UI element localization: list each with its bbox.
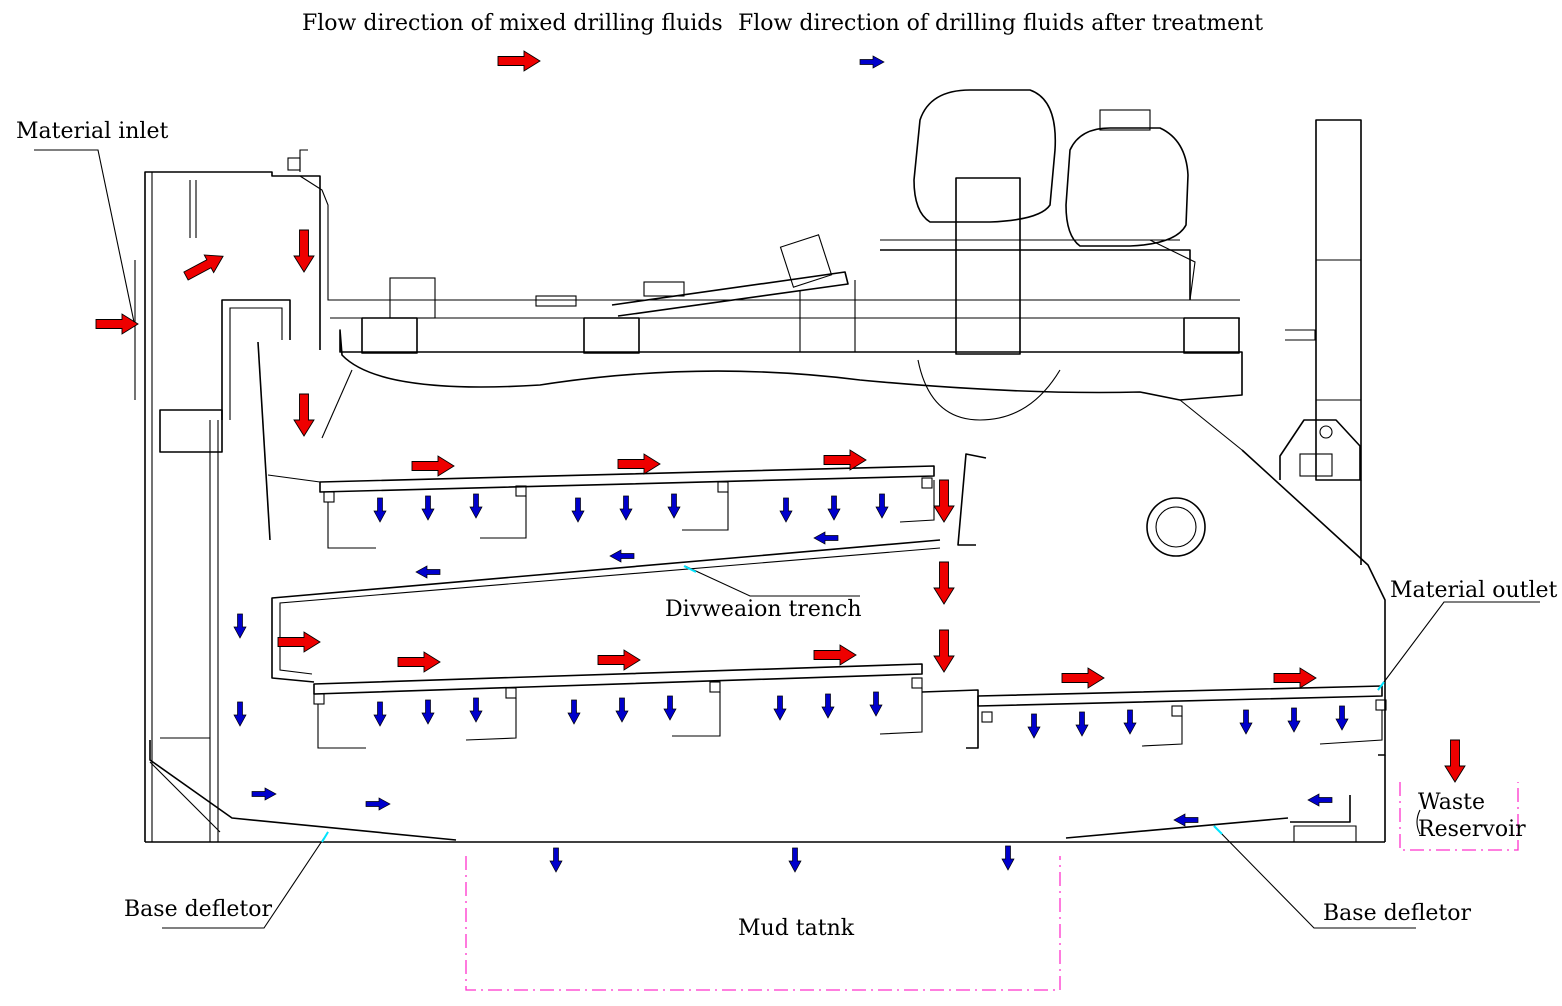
legend-mixed-label: Flow direction of mixed drilling fluids: [302, 11, 723, 36]
blue-arrow-icon: [869, 691, 883, 717]
upper-screen: [319, 465, 935, 493]
blue-arrow-icon: [1239, 709, 1253, 735]
blue-arrow-icon: [469, 697, 483, 723]
blue-arrow-icon: [779, 497, 793, 523]
red-arrow-icon: [277, 631, 321, 653]
base-deflector-left: [149, 740, 457, 841]
treated-flow-arrows: [233, 493, 1349, 873]
base-deflector-right: [1065, 817, 1289, 839]
motor-mount: [955, 177, 1021, 355]
blue-arrow-icon: [233, 613, 247, 639]
blue-arrow-icon: [1075, 711, 1089, 737]
inlet-box: [144, 171, 321, 842]
blue-arrow-icon: [251, 787, 277, 801]
blue-arrow-icon: [567, 699, 581, 725]
red-arrow-icon: [933, 561, 955, 605]
red-arrow-icon: [1273, 667, 1317, 689]
waste-reservoir-label-1: Waste: [1418, 790, 1485, 815]
legend: Flow direction of mixed drilling fluids …: [302, 11, 1263, 72]
red-arrow-icon: [823, 449, 867, 471]
blue-arrow-icon: [415, 565, 441, 579]
gauge: [1146, 497, 1206, 557]
red-arrow-icon: [411, 455, 455, 477]
blue-arrow-icon: [373, 701, 387, 727]
blue-arrow-icon: [1123, 709, 1137, 735]
blue-arrow-icon: [827, 495, 841, 521]
vibration-motor-1: [913, 89, 1057, 223]
blue-arrow-icon: [609, 549, 635, 563]
red-arrow-icon: [1061, 667, 1105, 689]
red-arrow-icon: [397, 651, 441, 673]
diversion-trench-label: Divweaion trench: [665, 597, 862, 622]
red-arrow-icon: [180, 247, 229, 286]
vibration-motor-2: [1065, 127, 1189, 247]
red-arrow-icon: [933, 629, 955, 673]
shaker-body: [134, 89, 1387, 843]
blue-arrow-icon: [233, 701, 247, 727]
material-outlet-label: Material outlet: [1390, 578, 1558, 603]
base-deflector-right-label: Base defletor: [1323, 901, 1471, 926]
red-arrow-icon: [497, 50, 541, 72]
outlet-screen: [977, 685, 1383, 707]
blue-arrow-icon: [875, 493, 889, 519]
blue-arrow-icon: [1287, 707, 1301, 733]
blue-arrow-icon: [365, 797, 391, 811]
blue-arrow-icon: [571, 497, 585, 523]
red-arrow-icon: [597, 649, 641, 671]
blue-arrow-icon: [1173, 813, 1199, 827]
blue-arrow-icon: [821, 693, 835, 719]
blue-arrow-icon: [788, 847, 802, 873]
blue-arrow-icon: [773, 695, 787, 721]
blue-arrow-icon: [619, 495, 633, 521]
red-arrow-icon: [293, 229, 315, 273]
blue-arrow-icon: [859, 55, 885, 69]
blue-arrow-icon: [1335, 705, 1349, 731]
blue-arrow-icon: [421, 699, 435, 725]
blue-arrow-icon: [1027, 713, 1041, 739]
blue-arrow-icon: [663, 695, 677, 721]
blue-arrow-icon: [813, 531, 839, 545]
inlet-baffle: [257, 341, 271, 541]
blue-arrow-icon: [1001, 845, 1015, 871]
waste-reservoir-label-2: Reservoir: [1418, 817, 1526, 842]
mud-tank-label: Mud tatnk: [738, 916, 855, 941]
red-arrow-icon: [617, 453, 661, 475]
blue-arrow-icon: [373, 497, 387, 523]
red-arrow-icon: [95, 313, 139, 335]
red-arrow-icon: [813, 644, 857, 666]
blue-arrow-icon: [549, 847, 563, 873]
motor-column: [1315, 119, 1362, 481]
material-inlet-label: Material inlet: [16, 119, 168, 144]
blue-arrow-icon: [469, 493, 483, 519]
red-arrow-icon: [1444, 739, 1466, 783]
red-arrow-icon: [293, 393, 315, 437]
leader-lines: [34, 149, 1540, 929]
base-deflector-left-label: Base defletor: [124, 897, 272, 922]
blue-arrow-icon: [1307, 793, 1333, 807]
red-arrow-icon: [933, 479, 955, 523]
outlet-wall: [1241, 449, 1386, 756]
diversion-trench: [271, 539, 941, 683]
blue-arrow-icon: [667, 493, 681, 519]
labels: Material inlet Material outlet Divweaion…: [16, 119, 1558, 941]
lower-screen: [313, 663, 923, 695]
basket-frame: [339, 329, 1243, 401]
inlet-leader: [34, 149, 135, 323]
waste-reservoir: [1399, 782, 1519, 851]
blue-arrow-icon: [615, 697, 629, 723]
blue-arrow-icon: [421, 495, 435, 521]
legend-treated-label: Flow direction of drilling fluids after …: [738, 11, 1263, 36]
